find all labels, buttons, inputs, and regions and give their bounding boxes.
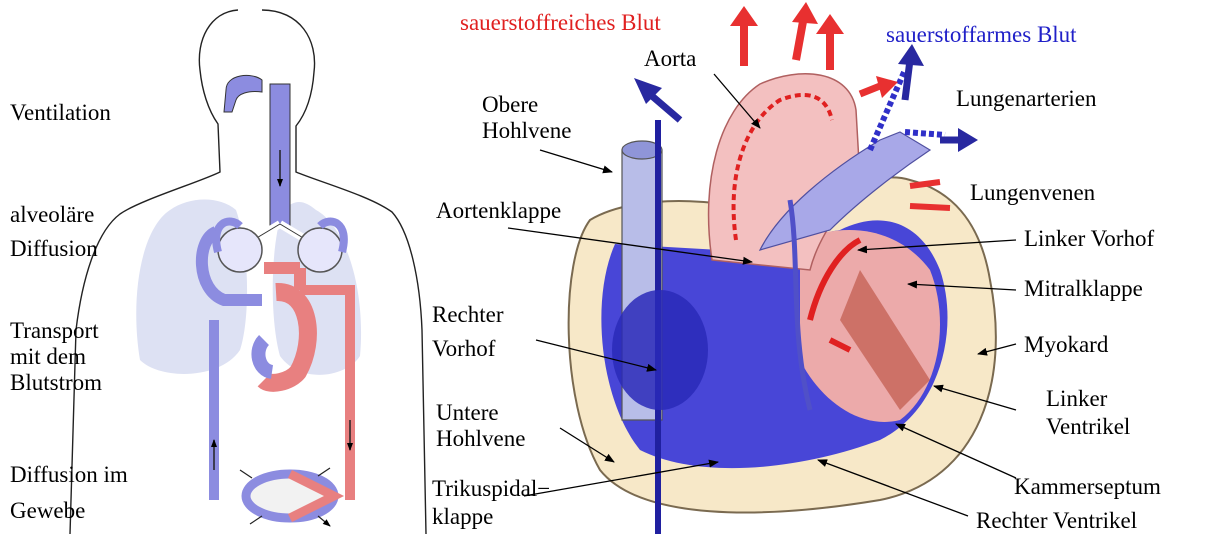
label-alveolar-line1: alveoläre [10,202,94,228]
label-transport-line3: Blutstrom [10,370,102,396]
label-aorta: Aorta [644,46,696,72]
label-tricuspid-valve-line2: klappe [432,504,493,530]
label-right-ventricle: Rechter Ventrikel [976,508,1137,534]
label-left-ventricle-line2: Ventrikel [1046,414,1130,440]
label-left-atrium: Linker Vorhof [1024,226,1154,252]
label-pulmonary-arteries: Lungenarterien [956,86,1096,112]
label-transport-line1: Transport [10,318,99,344]
label-alveolar-line2: Diffusion [10,236,98,262]
label-mitral-valve: Mitralklappe [1024,276,1143,302]
label-myocardium: Myokard [1024,332,1108,358]
label-ventilation: Ventilation [10,100,111,126]
label-left-ventricle-line1: Linker [1046,386,1107,412]
label-oxygen-rich-blood: sauerstoffreiches Blut [460,10,661,36]
label-lower-vena-cava-line2: Hohlvene [436,426,525,452]
label-tricuspid-valve-line1: Trikuspidal− [432,476,550,502]
label-right-atrium-line2: Vorhof [432,336,495,362]
label-pulmonary-veins: Lungenvenen [970,180,1095,206]
label-upper-vena-cava-line1: Obere [482,92,538,118]
label-tissue-line2: Gewebe [10,498,85,524]
label-ventricular-septum: Kammerseptum [1014,474,1161,500]
label-oxygen-poor-blood: sauerstoffarmes Blut [886,22,1077,48]
label-right-atrium-line1: Rechter [432,302,504,328]
label-upper-vena-cava-line2: Hohlvene [482,118,571,144]
label-aortic-valve: Aortenklappe [436,198,561,224]
label-lower-vena-cava-line1: Untere [436,400,499,426]
label-transport-line2: mit dem [10,344,86,370]
label-tissue-line1: Diffusion im [10,462,128,488]
